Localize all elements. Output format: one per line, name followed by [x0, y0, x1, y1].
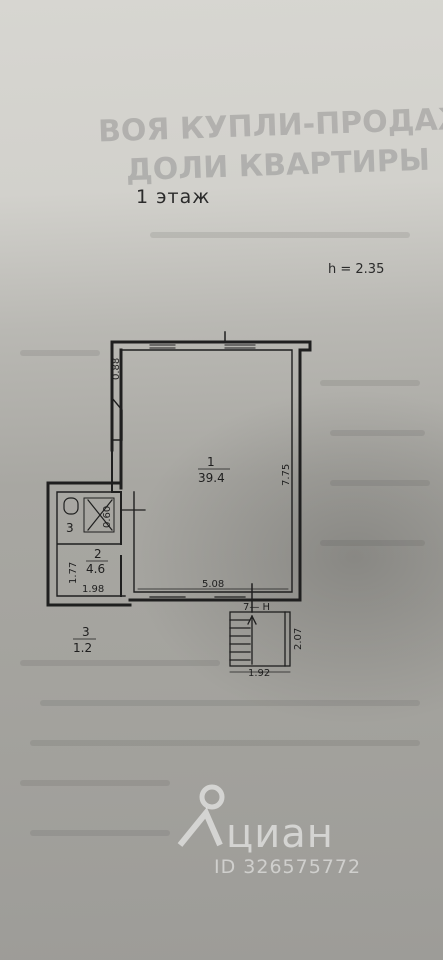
listing-id: ID 326575772 [214, 856, 362, 878]
dim-small-right: 0.60 [102, 506, 113, 528]
wall-bay-detail [111, 397, 123, 441]
ghost-line [40, 700, 420, 706]
window-top-1 [149, 344, 176, 349]
cian-logo-icon [177, 784, 225, 847]
ghost-line [20, 350, 100, 356]
main-room-walls [110, 340, 312, 602]
ghost-line [30, 740, 420, 746]
cian-brand: циан [226, 811, 334, 857]
dim-main-bottom: 5.08 [202, 579, 224, 590]
dim-small-left: 1.77 [68, 562, 79, 584]
room-2-number: 2 [94, 547, 102, 561]
ghost-line [150, 232, 410, 238]
ghost-line [30, 830, 170, 836]
ghost-line [330, 430, 425, 436]
ghost-line [320, 380, 420, 386]
ghost-line [320, 540, 425, 546]
small-rooms-walls [46, 481, 132, 607]
dim-small-bottom: 1.98 [82, 584, 104, 595]
dim-stairs-bottom: 1.92 [248, 668, 270, 679]
left-wall-upper [110, 340, 123, 490]
toilet-fixture [63, 497, 79, 515]
ceiling-height: h = 2.35 [328, 262, 385, 277]
entrance-label: 7— Н [243, 602, 270, 613]
window-top-2 [224, 344, 256, 349]
sink-cross [87, 499, 113, 531]
main-room-inner-walls [121, 349, 293, 593]
room-3-number: 3 [66, 521, 74, 535]
sink-fixture [83, 497, 115, 533]
small-rooms-inner [56, 491, 126, 597]
dim-stairs-right: 2.07 [293, 628, 304, 650]
dim-top-wall: 0.88 [111, 358, 122, 380]
room-4-area: 1.2 [73, 641, 92, 655]
room-1-area: 39.4 [198, 471, 225, 485]
ghost-line [20, 780, 170, 786]
stairs [229, 611, 291, 667]
ghost-line [20, 660, 220, 666]
floor-title: 1 этаж [136, 186, 211, 208]
room-4-number: 3 [82, 625, 90, 639]
room-2-area: 4.6 [86, 562, 105, 576]
room-1-number: 1 [207, 455, 215, 469]
cian-watermark: циан ID 326575772 [176, 783, 416, 893]
ghost-line [330, 480, 430, 486]
dim-main-right: 7.75 [281, 464, 292, 486]
